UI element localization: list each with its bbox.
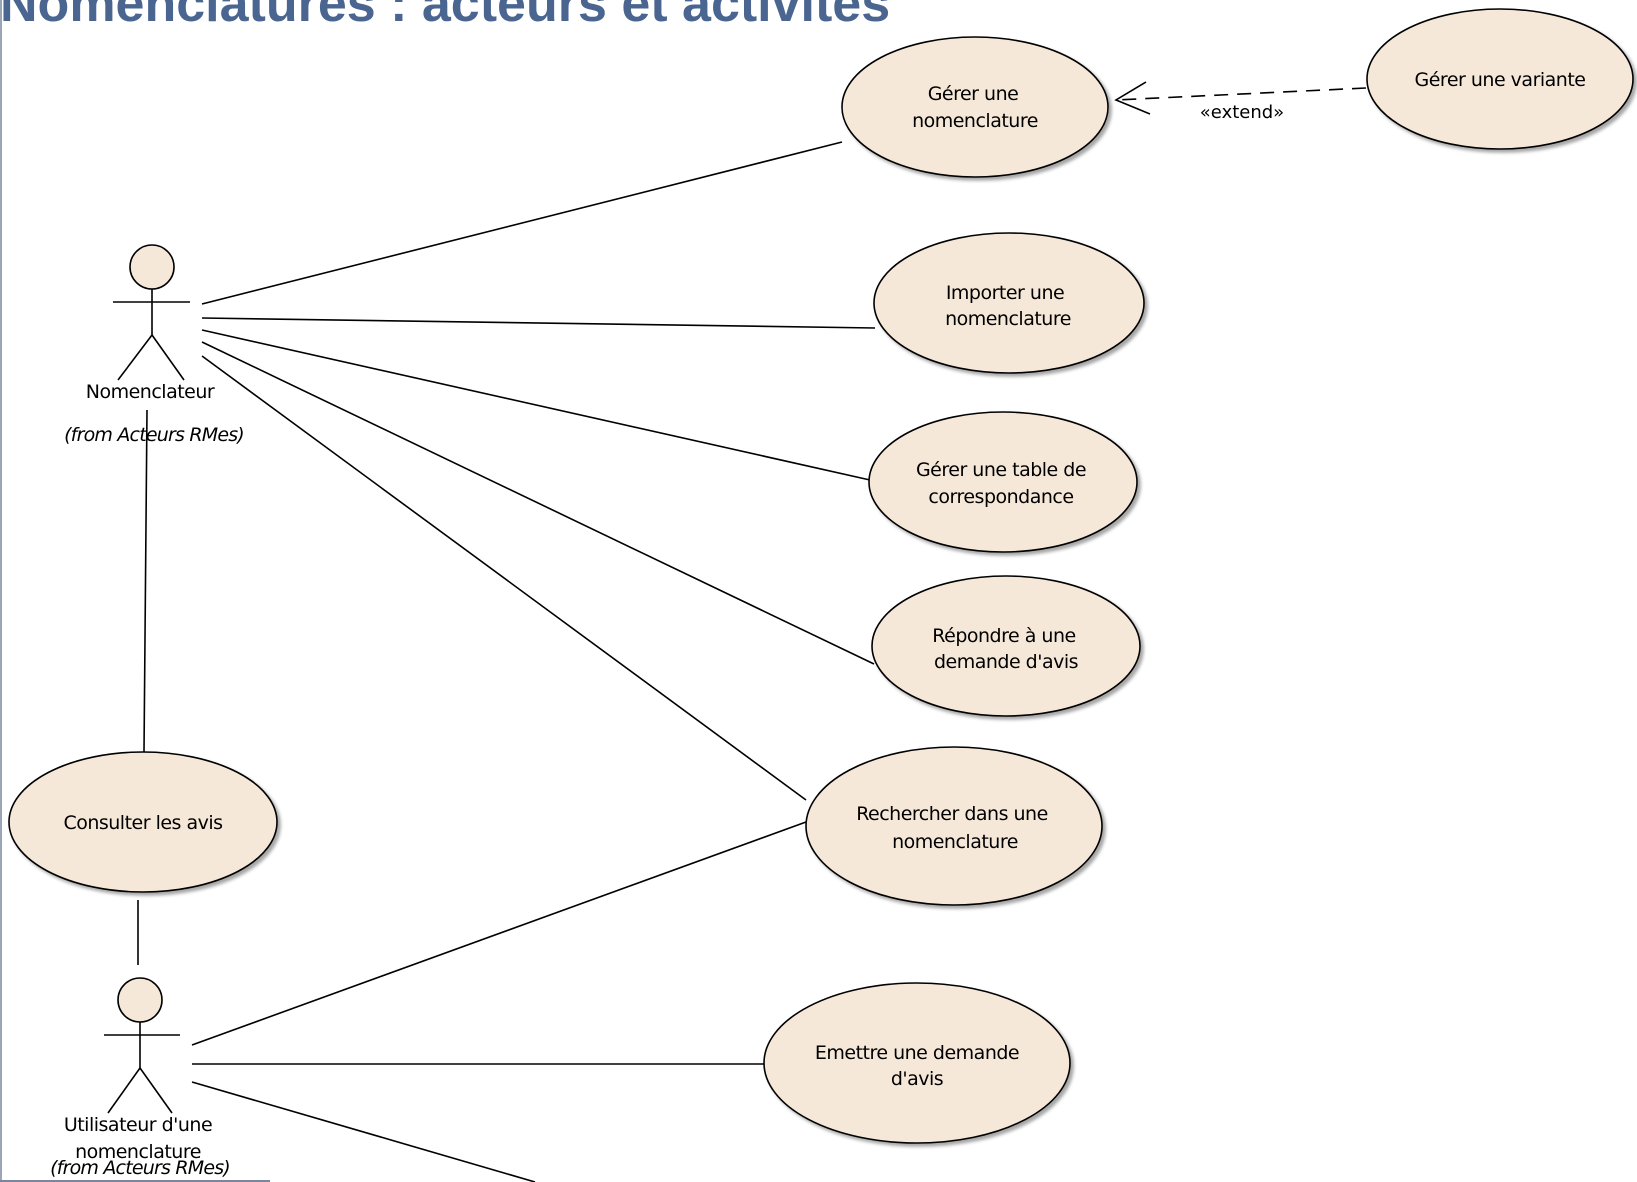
actor-utilisateur-origin: (from Acteurs RMes): [50, 1157, 230, 1179]
use-case-ellipse: [8, 751, 278, 893]
use-case-label-line2: correspondance: [928, 486, 1073, 508]
use-case-label-line2: nomenclature: [892, 831, 1018, 853]
use-case-label-line1: Consulter les avis: [63, 812, 222, 834]
associations: [137, 141, 876, 1182]
use-case-label-line2: nomenclature: [912, 110, 1038, 132]
actor-nomenclateur-name: Nomenclateur: [86, 381, 215, 403]
use-case-label-line1: Gérer une table de: [916, 459, 1086, 481]
use-case-label-line2: nomenclature: [945, 308, 1071, 330]
use-case-label-line1: Répondre à une: [932, 625, 1075, 647]
association-nomenclateur-consulter-avis: [143, 409, 148, 753]
use-case-label-line2: demande d'avis: [934, 651, 1078, 673]
use-case-repondre-avis: Répondre à une demande d'avis: [871, 575, 1141, 717]
use-case-gerer-table: Gérer une table de correspondance: [868, 411, 1138, 553]
slide-title: Nomenclatures : acteurs et activités: [0, 0, 891, 33]
use-case-importer-nomenclature: Importer une nomenclature: [873, 232, 1145, 374]
association-nomenclateur-rechercher: [201, 355, 807, 801]
use-case-consulter-avis: Consulter les avis: [8, 751, 278, 893]
extend-label: «extend»: [1200, 102, 1284, 123]
actor-nomenclateur-origin: (from Acteurs RMes): [64, 424, 244, 446]
association-nomenclateur-importer: [201, 317, 876, 329]
use-case-ellipse: [763, 982, 1071, 1144]
actor-leg-left: [107, 1067, 141, 1114]
use-case-label-line1: Gérer une: [928, 83, 1019, 105]
use-case-label-line1: Rechercher dans une: [856, 803, 1048, 825]
association-nomenclateur-repondre-avis: [201, 341, 875, 665]
use-case-label-line2: d'avis: [891, 1068, 943, 1090]
use-case-ellipse: [841, 36, 1109, 178]
extend-line: [1115, 87, 1367, 101]
use-case-ellipse: [871, 575, 1141, 717]
slide-bottom-border: [0, 1180, 270, 1182]
association-utilisateur-offscreen: [191, 1081, 536, 1182]
use-case-label-line1: Gérer une variante: [1415, 69, 1586, 91]
use-case-label-line1: Emettre une demande: [815, 1042, 1019, 1064]
association-utilisateur-rechercher: [191, 821, 807, 1046]
actor-leg-right: [151, 334, 185, 381]
actor-utilisateur-name-line2: nomenclature: [75, 1141, 201, 1163]
actor-leg-left: [117, 334, 153, 381]
use-case-gerer-variante: Gérer une variante: [1366, 8, 1634, 150]
actor-utilisateur-name-line1: Utilisateur d'une: [64, 1114, 212, 1136]
extend-dependency: «extend»: [1114, 81, 1367, 123]
use-case-ellipse: [868, 411, 1138, 553]
extend-arrowhead: [1114, 81, 1151, 115]
actor-head: [117, 977, 163, 1023]
use-case-gerer-nomenclature: Gérer une nomenclature: [841, 36, 1109, 178]
use-case-rechercher: Rechercher dans une nomenclature: [805, 746, 1103, 906]
actor-nomenclateur: [113, 244, 190, 381]
association-nomenclateur-gerer-table: [201, 329, 871, 481]
use-case-emettre-demande: Emettre une demande d'avis: [763, 982, 1071, 1144]
use-case-ellipse: [1366, 8, 1634, 150]
actor-utilisateur: [104, 977, 180, 1114]
use-case-ellipse: [805, 746, 1103, 906]
actor-leg-right: [139, 1067, 173, 1114]
actor-head: [129, 244, 175, 290]
use-case-ellipse: [873, 232, 1145, 374]
slide-left-border: [0, 0, 2, 1182]
use-case-label-line1: Importer une: [946, 282, 1064, 304]
association-nomenclateur-gerer-nomenclature: [201, 141, 843, 305]
